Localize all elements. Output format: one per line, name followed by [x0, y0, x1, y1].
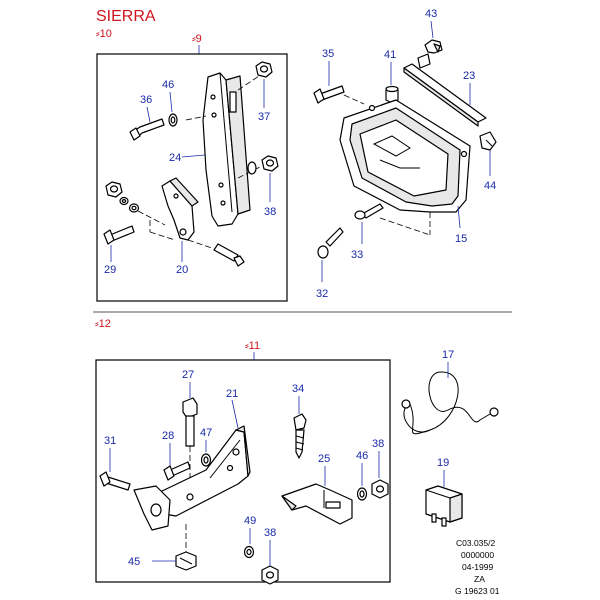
callout-25: 25: [318, 453, 330, 465]
callout-32: 32: [316, 288, 328, 300]
reference-bottom: ⸗12: [95, 318, 111, 330]
catalogue-code-line-3: 04-1999: [462, 562, 493, 572]
part-34-screw: [293, 413, 307, 459]
part-nut-stack-left: [105, 181, 140, 213]
part-20-bracket: [161, 177, 199, 241]
part-49-washer: [243, 545, 255, 559]
part-38-nut-lower-right: [371, 479, 389, 499]
callout-19: 19: [437, 457, 449, 469]
callout-38-bottom: 38: [264, 527, 276, 539]
callout-15: 15: [455, 233, 467, 245]
model-title: SIERRA: [96, 8, 156, 25]
part-mount-lower-left: [133, 485, 171, 531]
callout-47: 47: [200, 427, 212, 439]
callout-28: 28: [162, 430, 174, 442]
part-21-bracket: [159, 425, 251, 517]
part-47-washer: [200, 453, 212, 467]
callout-41: 41: [384, 49, 396, 61]
callout-46-lower: 46: [356, 450, 368, 462]
callout-17: 17: [442, 349, 454, 361]
part-33-screw: [354, 203, 384, 220]
part-29-bolt: [103, 225, 135, 245]
callout-31: 31: [104, 435, 116, 447]
part-23-bar: [403, 53, 487, 127]
callout-37: 37: [258, 111, 270, 123]
callout-21: 21: [226, 388, 238, 400]
callout-38-upper: 38: [264, 206, 276, 218]
part-37-nut: [255, 61, 273, 78]
part-44-clip: [479, 131, 497, 151]
catalogue-code-line-5: G 19623 01: [455, 586, 500, 596]
callout-33: 33: [351, 249, 363, 261]
part-31-bolt: [99, 471, 131, 491]
catalogue-code-line-4: ZA: [474, 574, 485, 584]
frame-upper-assembly: [96, 53, 288, 302]
part-38-nut-upper: [247, 155, 279, 175]
part-41-grommet: [385, 85, 399, 104]
part-25-bracket: [281, 483, 353, 525]
callout-24: 24: [169, 152, 181, 164]
callout-43: 43: [425, 8, 437, 20]
callout-45: 45: [128, 556, 140, 568]
callout-44: 44: [484, 180, 496, 192]
callout-36: 36: [140, 94, 152, 106]
callout-27: 27: [182, 369, 194, 381]
callout-23: 23: [463, 70, 475, 82]
callout-46-upper: 46: [162, 79, 174, 91]
callout-34: 34: [292, 383, 304, 395]
part-27-bolt: [182, 397, 198, 447]
part-35-bolt: [313, 85, 345, 104]
catalogue-code-line-1: C03.035/2: [456, 538, 495, 548]
part-38-nut-bottom: [261, 565, 279, 585]
part-28-bolt: [163, 461, 191, 481]
part-bolt-lower: [213, 243, 245, 267]
part-17-cable: [401, 371, 499, 435]
reference-top: ⸗10: [96, 28, 112, 40]
part-45-clip: [175, 551, 197, 571]
callout-29: 29: [104, 264, 116, 276]
part-32-screw: [317, 227, 344, 259]
part-43-clip: [424, 39, 443, 54]
part-19-relay: [425, 485, 463, 527]
reference-box-lower: ⸗11: [245, 340, 260, 352]
frame-lower-assembly: [95, 359, 391, 583]
part-46-washer-lower: [356, 487, 368, 501]
callout-49: 49: [244, 515, 256, 527]
callout-20: 20: [176, 264, 188, 276]
callout-38-lower-right: 38: [372, 438, 384, 450]
part-46-washer: [168, 113, 178, 127]
part-15-housing: [339, 99, 471, 213]
part-36-bolt: [129, 118, 165, 141]
catalogue-code-line-2: 0000000: [461, 550, 494, 560]
part-24-bracket: [202, 72, 251, 227]
reference-box-upper: ⸗9: [192, 33, 202, 45]
callout-35: 35: [322, 48, 334, 60]
